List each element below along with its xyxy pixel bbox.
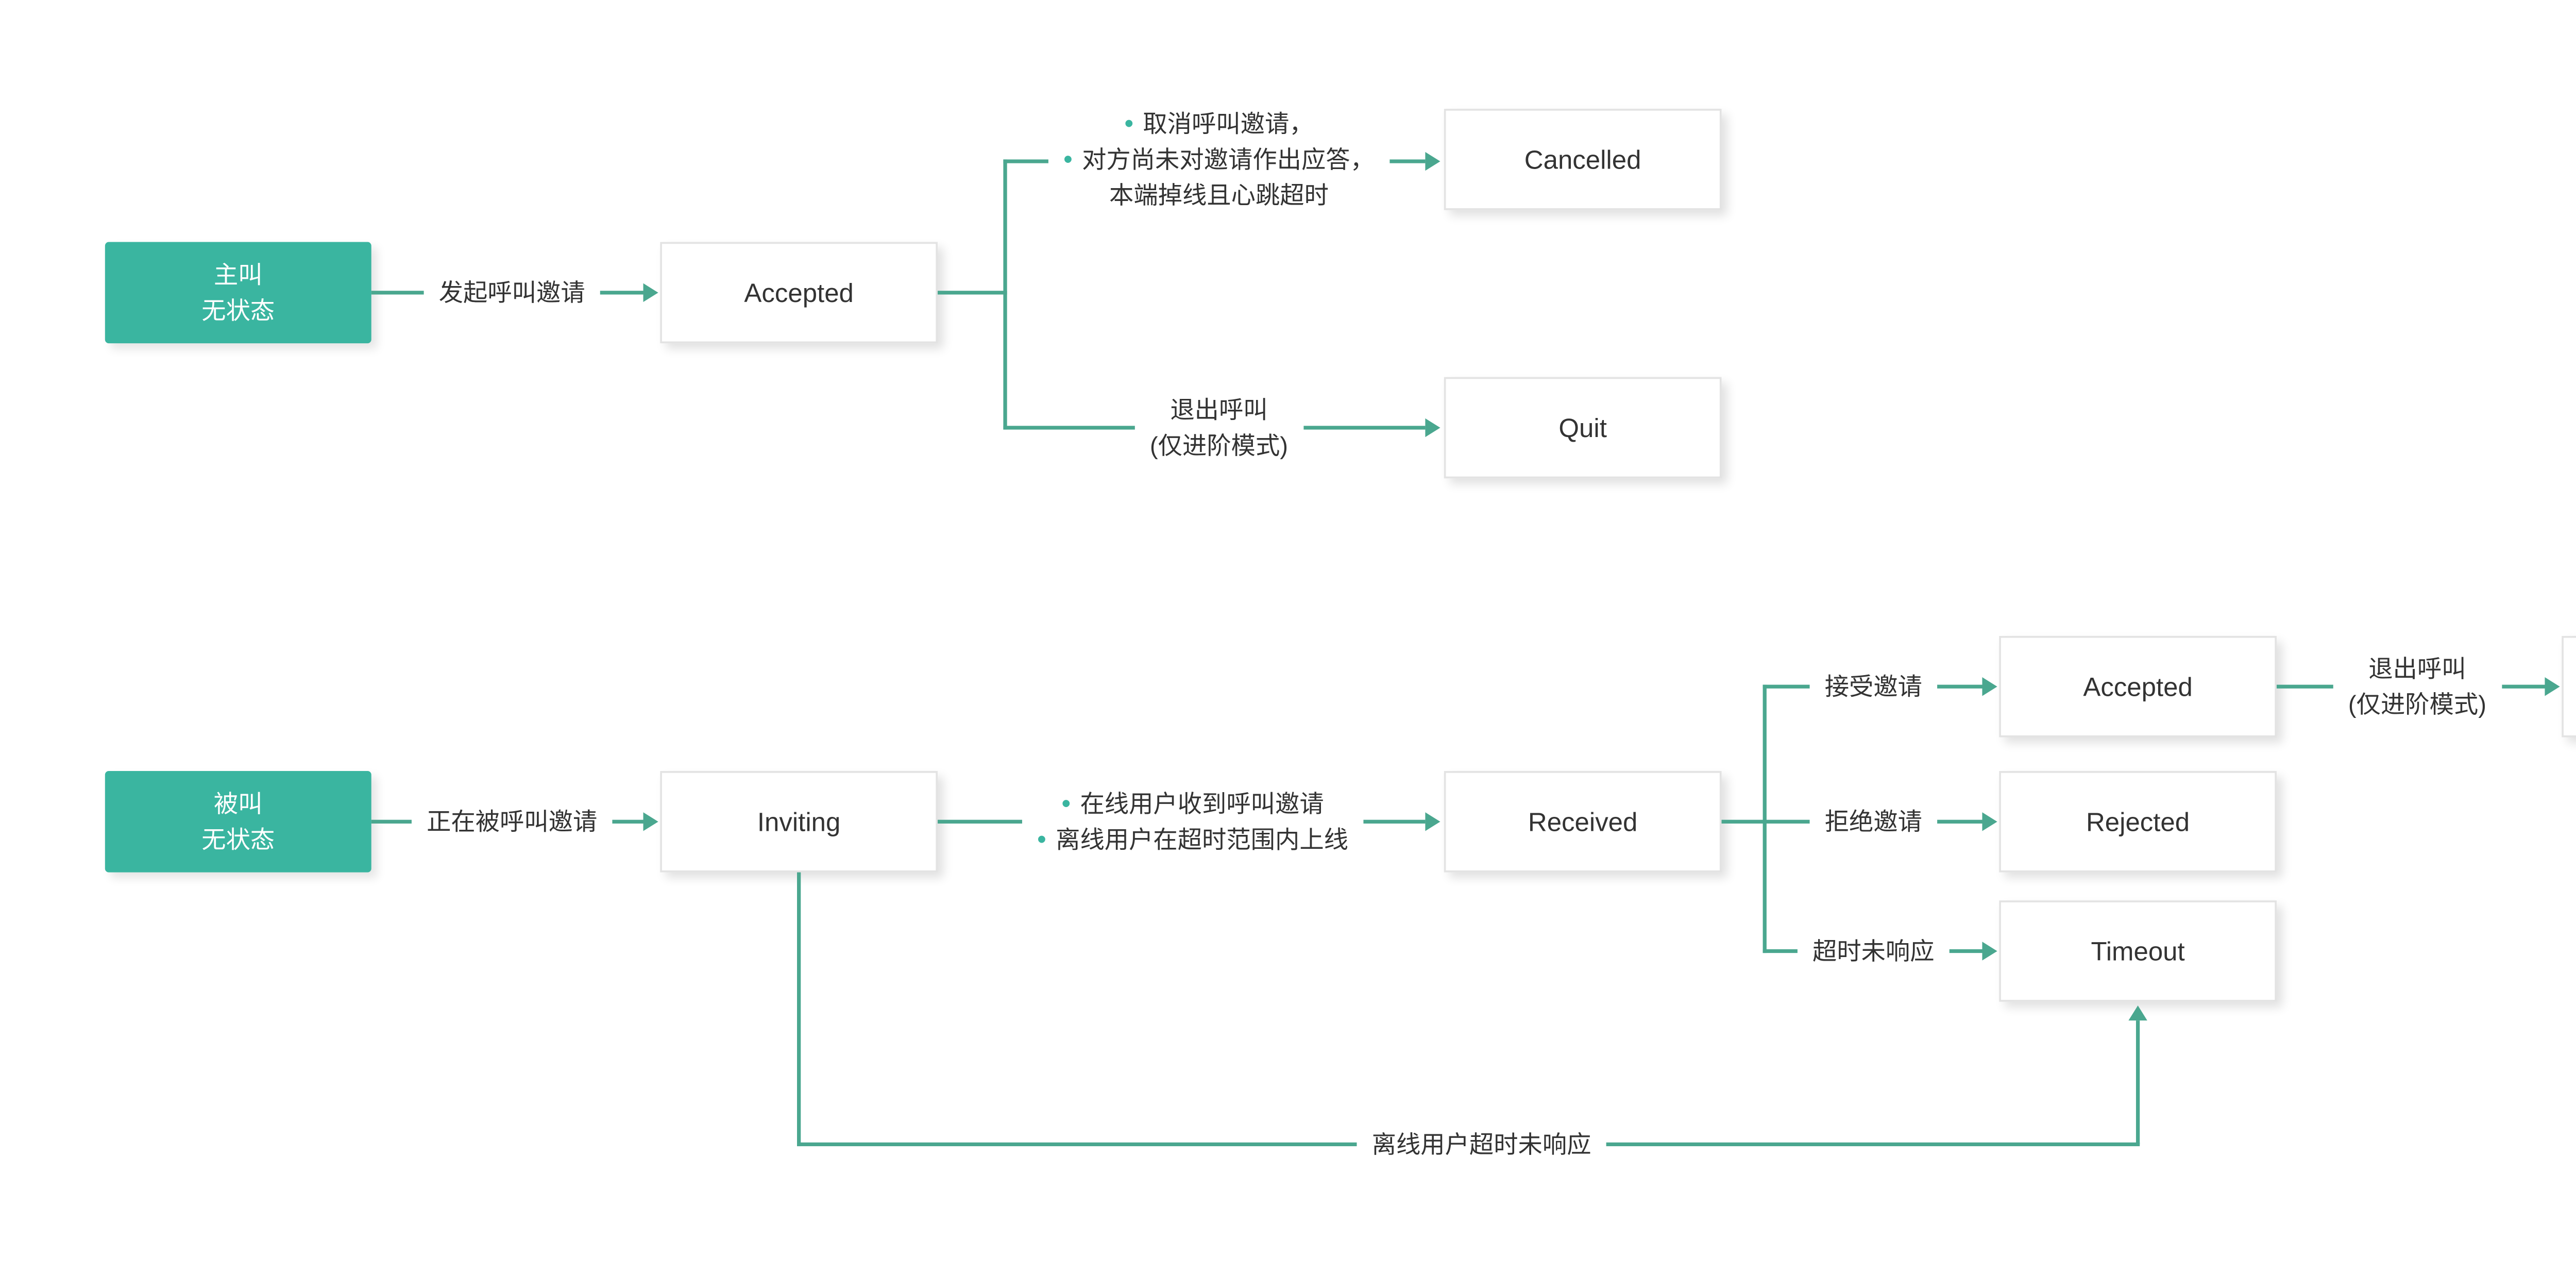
state-node-callee-quit: Quit [2562, 635, 2576, 737]
edge-label-timeout: 超时未响应 [1797, 929, 1950, 973]
state-label-callee-accepted: Accepted [2083, 672, 2193, 702]
arrow-right-icon [1425, 152, 1440, 171]
arrow-up-icon [2128, 1005, 2147, 1021]
arrow-right-icon [1425, 418, 1440, 438]
edge-caller-branch-stub [938, 291, 1007, 295]
state-node-rejected: Rejected [1999, 771, 2277, 873]
state-label-caller-accepted: Accepted [744, 277, 854, 308]
edge-label-offline-timeout: 离线用户超时未响应 [1357, 1122, 1606, 1166]
state-label-caller-quit: Quit [1558, 412, 1607, 443]
state-node-inviting: Inviting [660, 771, 938, 873]
cancel-reason-2-text: 对方尚未对邀请作出应答， [1082, 145, 1375, 174]
edge-offline-timeout-vline-left [797, 872, 801, 1147]
cancel-reason-1-text: 取消呼叫邀请， [1143, 109, 1314, 138]
callee-start-label: 被叫 无状态 [201, 786, 275, 857]
cancel-reason-2-cont-text: 本端掉线且心跳超时 [1109, 181, 1329, 209]
received-reason-2: 离线用户在超时范围内上线 [1037, 822, 1348, 857]
caller-start-line2: 无状态 [201, 296, 275, 325]
state-label-rejected: Rejected [2086, 807, 2190, 837]
arrow-right-icon [643, 283, 658, 303]
received-reason-1: 在线用户收到呼叫邀请 [1037, 786, 1348, 822]
caller-start-label: 主叫 无状态 [201, 257, 275, 328]
arrow-right-icon [2545, 677, 2560, 696]
received-reason-1-text: 在线用户收到呼叫邀请 [1080, 790, 1324, 818]
state-node-caller-accepted: Accepted [660, 242, 938, 344]
edge-label-callee-quit: 退出呼叫 (仅进阶模式) [2333, 647, 2502, 726]
state-node-cancelled: Cancelled [1444, 109, 1722, 210]
state-label-received: Received [1528, 807, 1638, 837]
edge-caller-branch-vline [1003, 159, 1007, 430]
arrow-right-icon [1982, 812, 1997, 831]
received-reason-2-text: 离线用户在超时范围内上线 [1056, 825, 1349, 854]
callee-start-line1: 被叫 [213, 790, 263, 818]
bullet-icon [1061, 790, 1080, 818]
callee-quit-line2: (仅进阶模式) [2348, 690, 2487, 719]
caller-start-line1: 主叫 [213, 260, 263, 289]
bullet-icon [1124, 110, 1143, 138]
arrow-right-icon [643, 812, 658, 831]
state-node-timeout: Timeout [1999, 900, 2277, 1002]
state-node-caller-quit: Quit [1444, 377, 1722, 479]
cancel-reason-1: 取消呼叫邀请， [1063, 106, 1375, 142]
edge-label-accept: 接受邀请 [1809, 665, 1938, 709]
caller-start-node: 主叫 无状态 [105, 242, 371, 344]
edge-label-cancel-reasons: 取消呼叫邀请， 对方尚未对邀请作出应答， 本端掉线且心跳超时 [1048, 102, 1390, 217]
bullet-icon [1037, 826, 1056, 854]
edge-label-reject: 拒绝邀请 [1809, 800, 1938, 844]
arrow-right-icon [1425, 812, 1440, 831]
arrow-right-icon [1982, 942, 1997, 961]
state-node-received: Received [1444, 771, 1722, 873]
caller-quit-line1: 退出呼叫 [1170, 396, 1268, 424]
edge-label-caller-invite: 发起呼叫邀请 [423, 271, 600, 314]
arrow-right-icon [1982, 677, 1997, 696]
edge-received-branch-vline [1762, 684, 1767, 953]
edge-offline-timeout-vline-right [2136, 1020, 2140, 1145]
cancel-reason-2-cont: 本端掉线且心跳超时 [1063, 177, 1375, 213]
state-label-cancelled: Cancelled [1524, 144, 1641, 175]
edge-label-callee-inviting: 正在被呼叫邀请 [411, 800, 613, 844]
caller-quit-line2: (仅进阶模式) [1149, 431, 1289, 460]
edge-label-caller-quit: 退出呼叫 (仅进阶模式) [1134, 388, 1303, 467]
bullet-icon [1063, 145, 1082, 174]
cancel-reason-2: 对方尚未对邀请作出应答， [1063, 142, 1375, 177]
callee-start-node: 被叫 无状态 [105, 771, 371, 873]
edge-received-branch-stub [1721, 819, 1765, 824]
state-node-callee-accepted: Accepted [1999, 635, 2277, 737]
callee-start-line2: 无状态 [201, 825, 275, 854]
state-label-timeout: Timeout [2091, 936, 2185, 966]
callee-quit-line1: 退出呼叫 [2368, 655, 2466, 683]
state-label-inviting: Inviting [757, 807, 841, 837]
edge-label-received-reasons: 在线用户收到呼叫邀请 离线用户在超时范围内上线 [1022, 782, 1364, 861]
